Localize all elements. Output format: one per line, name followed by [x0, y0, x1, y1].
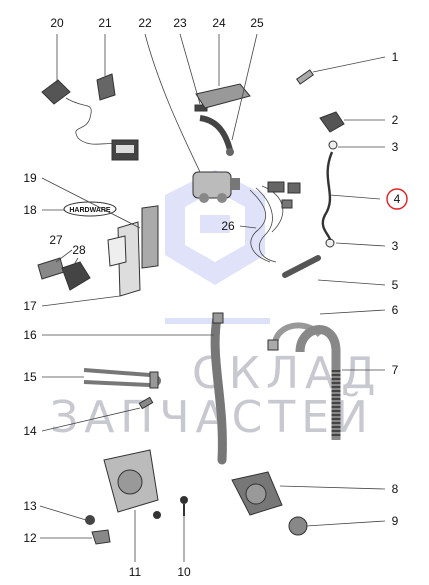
label-13: 13	[23, 499, 37, 513]
label-20: 20	[50, 16, 64, 30]
part-11-pump-motor	[103, 449, 159, 513]
part-28-lock-cap	[61, 261, 91, 291]
leader-lines	[39, 33, 386, 562]
part-7-corrugated-hose	[295, 325, 341, 440]
part-5-rod	[282, 255, 321, 278]
part-3-ring-bottom	[325, 238, 335, 248]
label-7: 7	[392, 363, 399, 377]
part-8-drain-pump	[231, 471, 283, 516]
label-23: 23	[173, 16, 187, 30]
label-11: 11	[129, 565, 142, 579]
part-14-sensor	[138, 396, 154, 410]
hardware-tag: HARDWARE	[63, 201, 117, 217]
label-8: 8	[392, 482, 399, 496]
hardware-tag-label: HARDWARE	[69, 207, 111, 214]
label-21: 21	[98, 16, 112, 30]
part-13-washer	[85, 515, 95, 525]
part-12-cap	[91, 529, 111, 545]
label-4: 4	[394, 192, 401, 206]
part-26-wiring-harness	[249, 181, 301, 263]
part-4-pressure-hose	[321, 151, 334, 241]
label-9: 9	[392, 514, 399, 528]
part-17-bracket	[107, 221, 141, 297]
part-19-control-board	[141, 205, 159, 269]
label-2: 2	[392, 113, 399, 127]
part-21-cable-clip	[96, 73, 116, 101]
part-3-ring-top	[328, 140, 338, 150]
part-2-pressure-switch	[319, 111, 345, 133]
label-12: 12	[23, 531, 37, 545]
highlight-circle	[386, 188, 408, 210]
label-5: 5	[392, 278, 399, 292]
label-22: 22	[138, 16, 152, 30]
part-11-screw	[153, 511, 161, 519]
label-3-top: 3	[392, 140, 399, 154]
part-9-filter	[288, 516, 308, 536]
label-16: 16	[23, 328, 37, 342]
part-22-inlet-valve	[192, 171, 240, 203]
label-26: 26	[221, 219, 235, 233]
label-27: 27	[49, 233, 63, 247]
label-24: 24	[212, 16, 226, 30]
watermark-line2: ЗАПЧАСТЕЙ	[50, 390, 374, 443]
label-14: 14	[23, 424, 37, 438]
part-15-heating-element	[83, 368, 161, 389]
part-24-cover	[195, 83, 251, 109]
part-10-screw	[180, 496, 188, 516]
label-25: 25	[250, 16, 264, 30]
label-18: 18	[23, 203, 37, 217]
label-3-bottom: 3	[392, 239, 399, 253]
part-16-drain-hose	[210, 312, 227, 465]
watermark-logo-icon	[165, 170, 265, 285]
part-23-clip	[194, 104, 208, 112]
label-19: 19	[23, 171, 37, 185]
label-1: 1	[392, 50, 399, 64]
part-25-hose	[199, 115, 234, 156]
part-20-power-cord	[41, 79, 139, 161]
label-6: 6	[392, 303, 399, 317]
part-1-connector	[296, 69, 314, 85]
label-17: 17	[23, 299, 37, 313]
label-15: 15	[23, 370, 37, 384]
part-27-door-lock	[37, 257, 65, 280]
label-10: 10	[177, 565, 191, 579]
label-28: 28	[72, 243, 86, 257]
